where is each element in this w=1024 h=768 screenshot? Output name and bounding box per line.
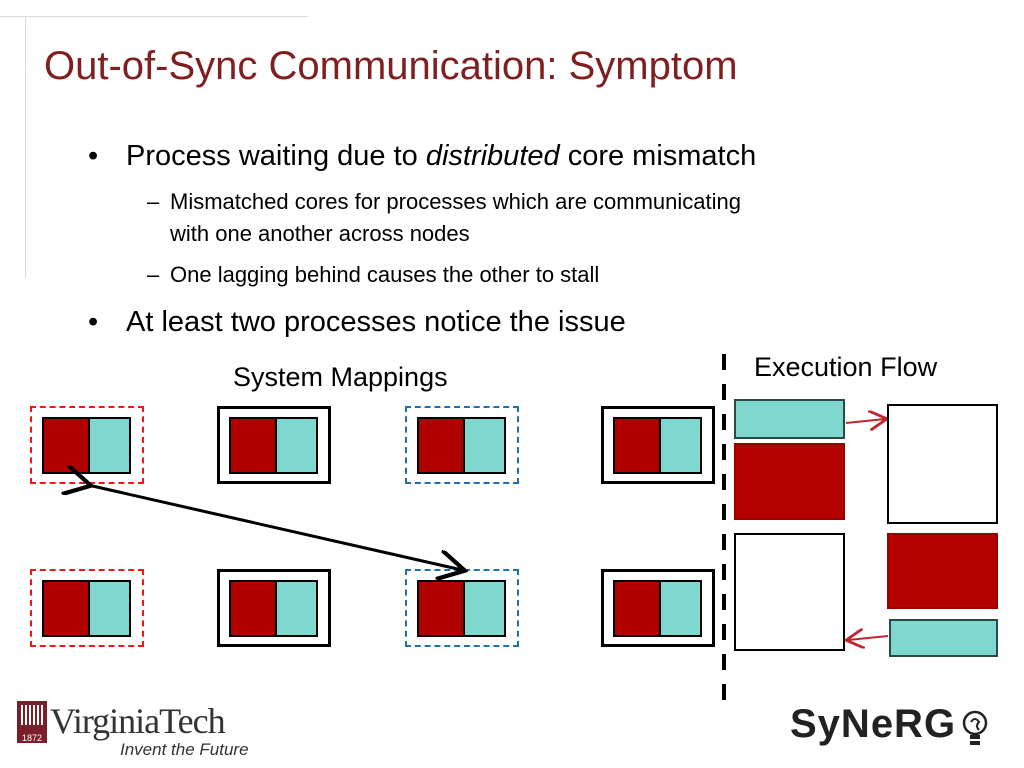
bullet-marker: •: [88, 306, 99, 338]
node-cores: [417, 580, 506, 637]
core-cyan: [90, 582, 129, 635]
bullet-marker: •: [88, 140, 99, 172]
execution-flow-label: Execution Flow: [754, 352, 938, 382]
virginia-tech-logo-text: VirginiaTech: [50, 701, 226, 741]
node-cores: [613, 417, 702, 474]
top-rule: [0, 16, 308, 17]
flow-block-red-left: [734, 443, 845, 520]
node-frame: [601, 569, 715, 647]
core-red: [44, 419, 90, 472]
core-cyan: [661, 582, 700, 635]
lightbulb-icon: [962, 710, 988, 745]
bullet-1-text-b: core mismatch: [559, 140, 757, 172]
bullet-2-text: At least two processes notice the issue: [126, 306, 626, 338]
flow-arrow-bottom: [848, 636, 889, 640]
virginia-tech-tagline: Invent the Future: [120, 740, 249, 759]
system-mappings-label: System Mappings: [233, 362, 448, 392]
sub-bullet-2-text: One lagging behind causes the other to s…: [170, 262, 600, 287]
node-cores: [229, 580, 318, 637]
flow-block-white-left: [734, 533, 845, 651]
flow-arrow-top: [845, 419, 885, 423]
sub-bullet-marker: –: [147, 189, 160, 214]
core-cyan: [661, 419, 700, 472]
sub-bullet-marker: –: [147, 262, 160, 287]
bullet-1-text-a: Process waiting due to: [126, 140, 426, 172]
sub-bullet-1-line2: with one another across nodes: [170, 221, 470, 246]
core-cyan: [277, 419, 316, 472]
bullet-1-emphasis: distributed: [425, 140, 560, 172]
core-red: [419, 419, 465, 472]
virginia-tech-shield-icon: 1872: [17, 701, 47, 743]
node-cores: [42, 417, 131, 474]
core-red: [44, 582, 90, 635]
bullet-2: • At least two processes notice the issue: [88, 306, 626, 339]
core-cyan: [465, 419, 504, 472]
synerg-logo-text: SyNeRG: [790, 702, 957, 746]
left-rule: [25, 16, 26, 278]
core-red: [231, 582, 277, 635]
sub-bullet-1: –Mismatched cores for processes which ar…: [147, 186, 741, 250]
sub-bullet-1-line1: Mismatched cores for processes which are…: [170, 189, 742, 214]
flow-block-white-right: [887, 404, 998, 524]
core-red: [231, 419, 277, 472]
node-frame: [601, 406, 715, 484]
node-cores: [613, 580, 702, 637]
flow-block-cyan-top: [734, 399, 845, 439]
core-cyan: [277, 582, 316, 635]
sub-bullet-2: –One lagging behind causes the other to …: [147, 262, 599, 288]
core-cyan: [90, 419, 129, 472]
shield-year: 1872: [22, 733, 42, 743]
slide-title: Out-of-Sync Communication: Symptom: [44, 44, 738, 88]
communication-arrow: [88, 485, 462, 570]
bullet-1: • Process waiting due to distributed core…: [88, 140, 756, 173]
core-red: [419, 582, 465, 635]
core-red: [615, 582, 661, 635]
core-cyan: [465, 582, 504, 635]
core-red: [615, 419, 661, 472]
node-cores: [417, 417, 506, 474]
flow-block-red-right: [887, 533, 998, 609]
flow-block-cyan-bottom: [889, 619, 998, 657]
